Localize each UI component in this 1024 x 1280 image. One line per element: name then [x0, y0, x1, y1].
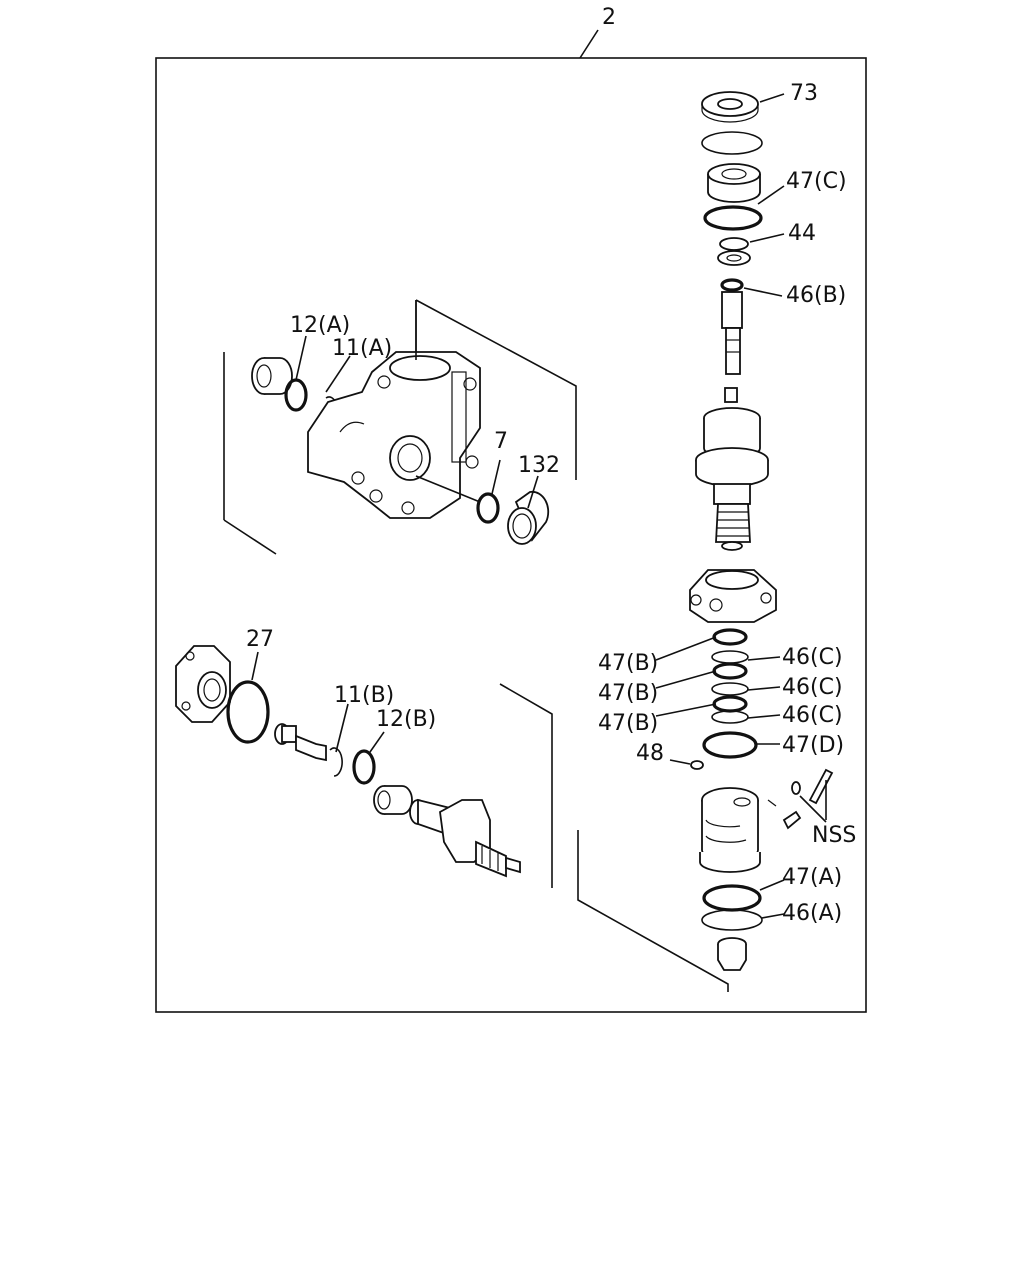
label-46c-3: 46(C) [782, 703, 843, 728]
nss-hardware [767, 768, 834, 830]
part-11b-snap [329, 747, 343, 777]
label-132: 132 [518, 453, 560, 478]
valve-stack [689, 91, 834, 971]
ring-stack [702, 628, 758, 759]
assembly-ref-label: 2 [602, 5, 616, 30]
leader-lines [251, 93, 827, 919]
part-valve-housing-top [689, 569, 777, 623]
label-12b: 12(B) [376, 707, 436, 732]
label-7: 7 [494, 429, 508, 454]
part-132-cap [507, 490, 550, 545]
label-12a: 12(A) [290, 313, 350, 338]
part-12a-bearing [251, 357, 293, 395]
part-12b-ring [352, 749, 376, 785]
part-bottom-plug [717, 937, 747, 971]
label-73: 73 [790, 81, 818, 106]
part-46b-shaft [720, 278, 744, 403]
part-47c-ring [703, 205, 763, 231]
assembly-frame [155, 57, 867, 1013]
label-46c-2: 46(C) [782, 675, 843, 700]
label-47b-1: 47(B) [598, 651, 658, 676]
label-47a: 47(A) [782, 865, 842, 890]
part-46a-ring [701, 909, 763, 931]
label-44: 44 [788, 221, 816, 246]
part-7-ring [476, 492, 500, 524]
part-valve-housing-bottom [699, 787, 761, 873]
part-gear-housing [307, 351, 481, 519]
part-sector-shaft [409, 798, 521, 878]
part-12b-bearing [373, 785, 413, 815]
sector-shaft-group [175, 645, 729, 992]
part-side-cover [175, 645, 231, 723]
label-47c: 47(C) [786, 169, 847, 194]
label-27: 27 [246, 627, 274, 652]
part-cap [707, 163, 761, 203]
part-73-washer [701, 91, 759, 123]
label-11b: 11(B) [334, 683, 394, 708]
part-labels: 73 47(C) 44 46(B) 12(A) 11(A) 7 132 27 1… [246, 81, 856, 926]
label-46b: 46(B) [786, 283, 846, 308]
assembly-ref-leader [579, 29, 599, 59]
part-47a-ring [702, 884, 762, 912]
label-48: 48 [636, 741, 664, 766]
label-47d: 47(D) [782, 733, 844, 758]
label-47b-3: 47(B) [598, 711, 658, 736]
label-46a: 46(A) [782, 901, 842, 926]
label-11a: 11(A) [332, 336, 392, 361]
label-47b-2: 47(B) [598, 681, 658, 706]
part-48 [690, 760, 704, 770]
label-nss: NSS [812, 823, 856, 848]
part-44 [717, 237, 751, 266]
part-ring-upper [701, 131, 763, 155]
gear-housing-group [223, 299, 577, 555]
part-valve-body [695, 407, 769, 551]
part-adjuster-screw [274, 723, 327, 762]
part-27-oring [226, 680, 270, 744]
label-46c-1: 46(C) [782, 645, 843, 670]
part-12a-ring [284, 378, 308, 412]
